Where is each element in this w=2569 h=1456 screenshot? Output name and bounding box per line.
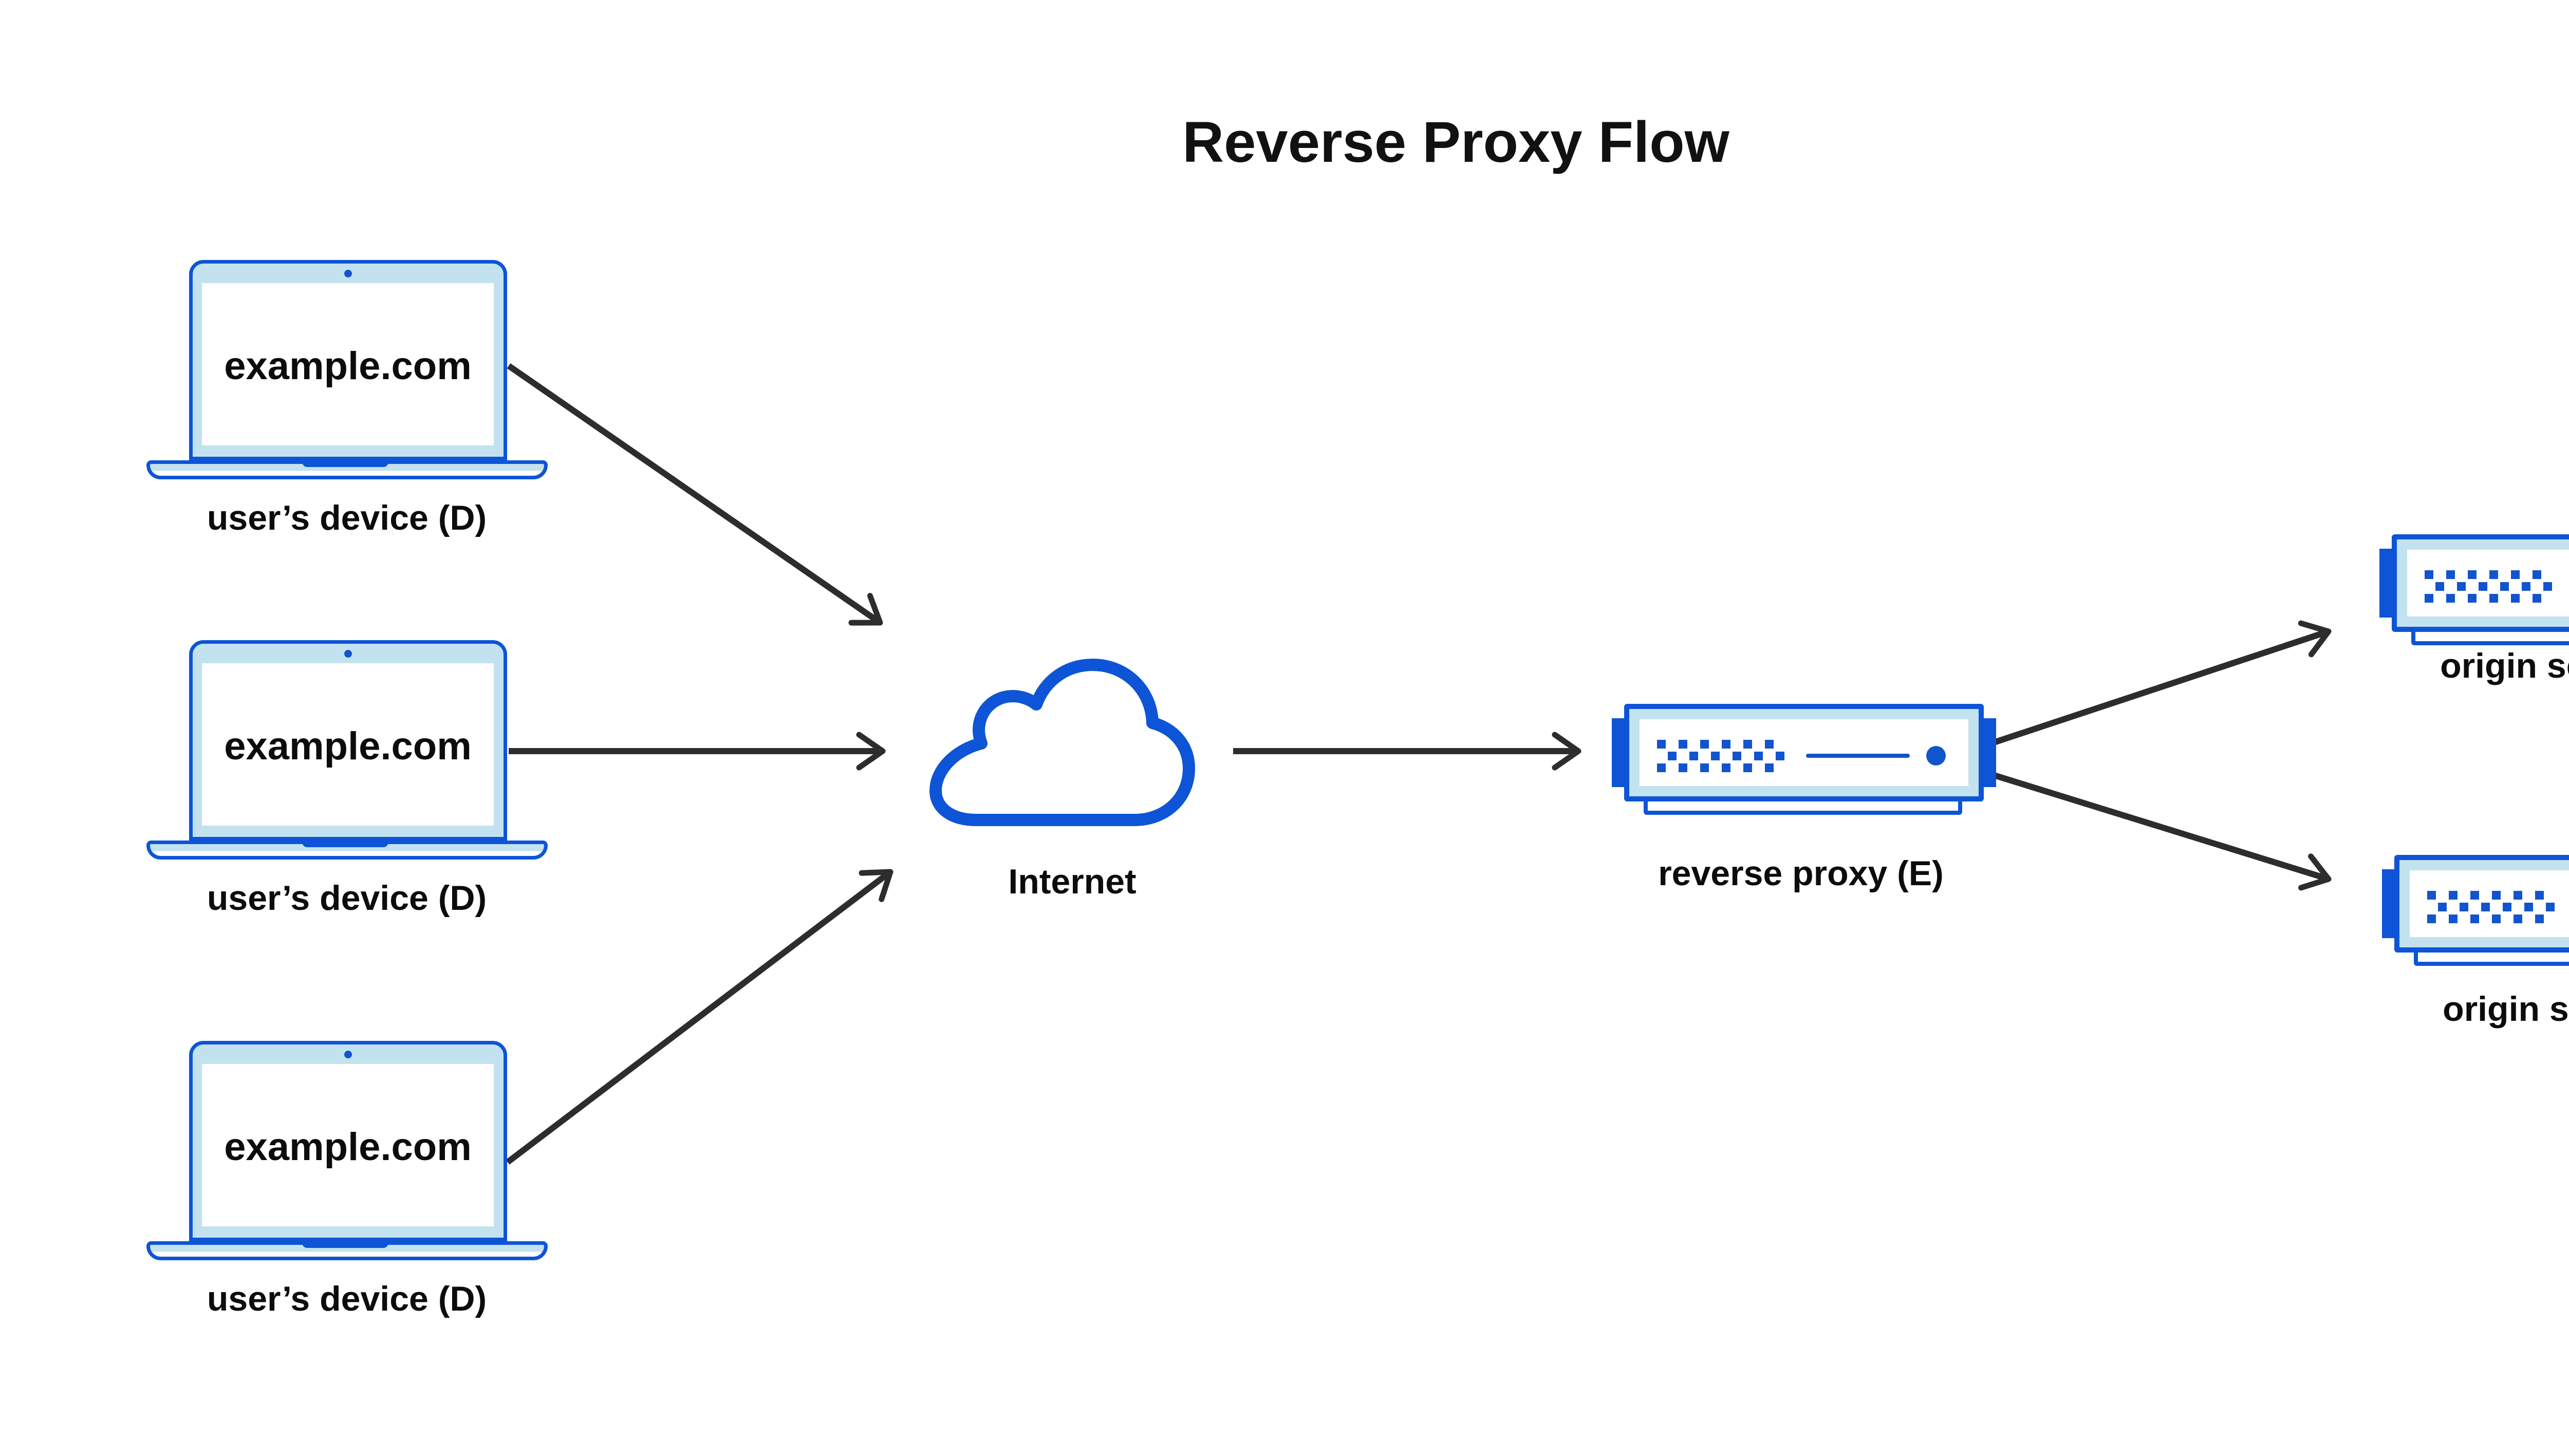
laptop-screen-panel <box>202 283 494 445</box>
server-right-tab <box>1983 718 1996 787</box>
device-screen-url: example.com <box>224 344 472 388</box>
webcam-icon <box>344 270 352 277</box>
user-device-1: example.com user’s device (D) <box>146 260 548 548</box>
server-left-tab <box>1612 718 1625 787</box>
server-vent-dots <box>2427 891 2561 924</box>
arrow-proxy-to-origin2 <box>1991 772 2332 891</box>
laptop-hinge <box>302 1241 388 1248</box>
laptop-screen-panel <box>202 1064 494 1226</box>
device-label: user’s device (D) <box>207 1279 487 1318</box>
reverse-proxy-label: reverse proxy (E) <box>1658 854 1944 893</box>
origin-server-1-label: origin server (F) <box>2440 646 2569 685</box>
arrow-device3-to-internet <box>506 869 893 1165</box>
laptop-hinge <box>302 460 388 467</box>
laptop-screen: example.com <box>189 640 507 841</box>
device-screen-url: example.com <box>224 1125 472 1169</box>
server-left-tab <box>2382 869 2395 938</box>
laptop-hinge <box>302 841 388 847</box>
laptop-screen: example.com <box>189 1041 507 1241</box>
server-vent-dots <box>2425 570 2558 603</box>
user-device-3: example.com user’s device (D) <box>146 1041 548 1329</box>
origin-server-2-label: origin server (F) <box>2443 990 2569 1029</box>
server-left-tab <box>2379 549 2393 618</box>
device-screen-url: example.com <box>224 724 472 768</box>
server-front-panel <box>2407 550 2569 617</box>
laptop-screen-panel <box>202 663 494 826</box>
server-slot <box>1806 754 1910 758</box>
origin-server-1-icon <box>2379 534 2569 645</box>
server-vent-dots <box>1657 740 1791 773</box>
device-label: user’s device (D) <box>207 498 487 537</box>
diagram-title: Reverse Proxy Flow <box>1182 110 1729 174</box>
webcam-icon <box>344 650 352 658</box>
webcam-icon <box>344 1051 352 1058</box>
device-label: user’s device (D) <box>207 879 487 918</box>
arrow-proxy-to-origin1 <box>1991 620 2332 746</box>
internet-cloud-icon <box>929 659 1195 826</box>
origin-server-2-icon <box>2382 855 2569 966</box>
server-power-dot <box>1926 746 1946 766</box>
user-device-2: example.com user’s device (D) <box>146 640 548 928</box>
arrow-device1-to-internet <box>507 363 883 626</box>
internet-label: Internet <box>1008 862 1137 901</box>
reverse-proxy-server-icon <box>1612 704 1996 815</box>
laptop-screen: example.com <box>189 260 507 460</box>
